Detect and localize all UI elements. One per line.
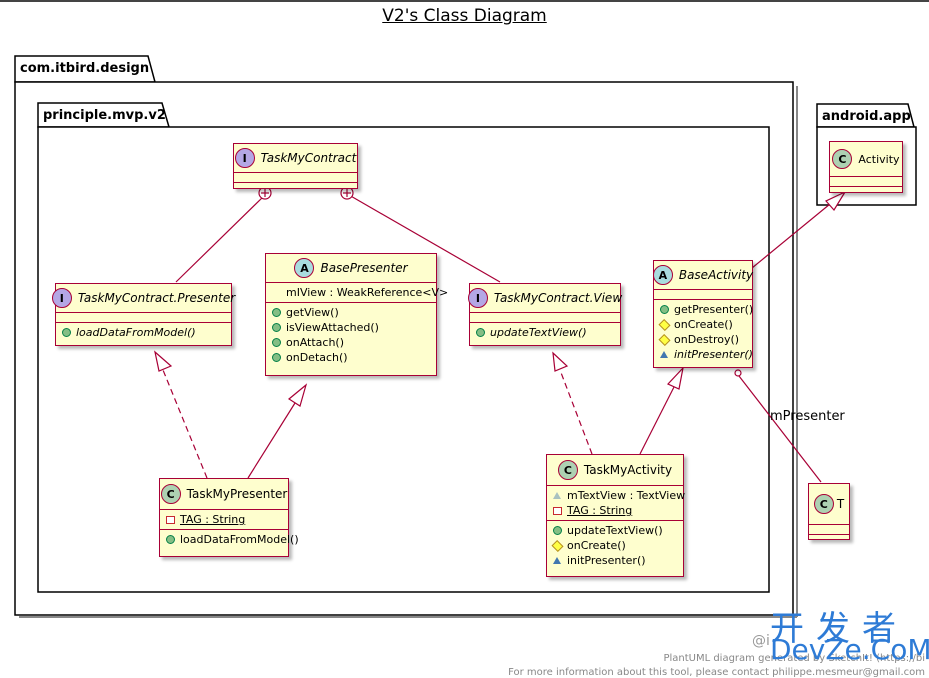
- field: TAG : String: [567, 504, 633, 517]
- class-name: BasePresenter: [320, 261, 408, 275]
- protected-method-icon: [658, 318, 671, 331]
- footer-line-1: PlantUML diagram generated by SketchIt! …: [663, 653, 925, 664]
- method: initPresenter(): [674, 348, 753, 361]
- method: updateTextView(): [567, 524, 663, 537]
- methods-section: getView() isViewAttached() onAttach() on…: [266, 302, 436, 367]
- class-base-presenter: A BasePresenter mIView : WeakReference<V>…: [265, 253, 448, 376]
- methods-section: [830, 186, 902, 196]
- public-method-icon: [272, 338, 281, 347]
- class-name: TaskMyContract.View: [493, 291, 623, 305]
- class-name: TaskMyContract: [260, 151, 357, 165]
- methods-section: updateTextView(): [470, 322, 620, 342]
- public-method-icon: [272, 308, 281, 317]
- class-icon: C: [832, 149, 853, 169]
- field: TAG : String: [180, 513, 246, 526]
- method: onDetach(): [286, 351, 348, 364]
- method: getPresenter(): [674, 303, 754, 316]
- public-method-icon: [272, 323, 281, 332]
- class-icon: C: [813, 494, 834, 514]
- class-task-my-contract-view: I TaskMyContract.View updateTextView(): [467, 283, 623, 346]
- association-label: mPresenter: [770, 409, 845, 424]
- class-name: Activity: [858, 152, 900, 166]
- fields-section: [470, 312, 620, 322]
- package-field-icon: [272, 289, 280, 296]
- fields-section: [830, 176, 902, 186]
- class-name: TaskMyPresenter: [186, 487, 288, 501]
- class-icon: C: [557, 460, 578, 480]
- fields-section: mIView : WeakReference<V>: [266, 282, 448, 302]
- extends-baseactivity-line: [639, 386, 675, 455]
- method: isViewAttached(): [286, 321, 379, 334]
- realize-view-line: [559, 369, 593, 455]
- nest-line-presenter: [175, 194, 266, 283]
- class-task-my-presenter: C TaskMyPresenter TAG : String loadDataFr…: [159, 478, 299, 557]
- watermark-cn: 开发者: [770, 609, 908, 649]
- class-task-my-contract-presenter: I TaskMyContract.Presenter loadDataFromMo…: [51, 283, 236, 346]
- abstract-class-icon: A: [652, 265, 673, 285]
- field: mTextView : TextView: [567, 489, 686, 502]
- interface-icon: I: [51, 288, 72, 308]
- methods-section: [809, 534, 849, 544]
- methods-section: getPresenter() onCreate() onDestroy() in…: [654, 299, 754, 364]
- class-task-my-contract: I TaskMyContract: [233, 143, 358, 189]
- diagram-title: V2's Class Diagram: [382, 6, 547, 26]
- private-field-icon: [553, 506, 562, 515]
- method: onCreate(): [567, 539, 626, 552]
- package-method-icon: [553, 557, 561, 564]
- field: mIView : WeakReference<V>: [286, 286, 449, 299]
- interface-icon: I: [467, 288, 488, 308]
- package-label-android: android.app: [822, 109, 911, 124]
- method: getView(): [286, 306, 339, 319]
- public-method-icon: [660, 305, 669, 314]
- public-method-icon: [272, 353, 281, 362]
- class-name: BaseActivity: [678, 268, 754, 282]
- fields-section: [654, 289, 752, 299]
- fields-section: [234, 172, 357, 182]
- public-method-icon: [62, 328, 71, 337]
- extends-basepresenter-line: [247, 402, 296, 479]
- method: loadDataFromModel(): [180, 533, 299, 546]
- methods-section: loadDataFromModel(): [56, 322, 231, 342]
- watermark-at: @i: [752, 633, 770, 649]
- method: onCreate(): [674, 318, 733, 331]
- methods-section: [234, 182, 357, 192]
- class-name: TaskMyContract.Presenter: [77, 291, 236, 305]
- method: updateTextView(): [490, 326, 587, 339]
- protected-method-icon: [551, 539, 564, 552]
- fields-section: TAG : String: [160, 509, 288, 529]
- top-border-line: [0, 0, 929, 2]
- extends-activity-line: [751, 203, 831, 269]
- class-task-my-activity: C TaskMyActivity mTextView : TextView TAG…: [546, 454, 686, 577]
- protected-method-icon: [658, 333, 671, 346]
- association-mpresenter-line: [738, 375, 822, 483]
- class-name: T: [836, 497, 845, 511]
- abstract-class-icon: A: [294, 258, 315, 278]
- public-method-icon: [476, 328, 485, 337]
- package-label-inner: principle.mvp.v2: [43, 108, 166, 123]
- package-field-icon: [553, 492, 561, 499]
- fields-section: [56, 312, 231, 322]
- method: initPresenter(): [567, 554, 646, 567]
- class-icon: C: [160, 484, 181, 504]
- method: onDestroy(): [674, 333, 740, 346]
- package-method-icon: [660, 351, 668, 358]
- watermark-en: DevZe.CoM: [770, 633, 929, 666]
- class-base-activity: A BaseActivity getPresenter() onCreate() …: [652, 260, 754, 368]
- class-activity: C Activity: [829, 141, 903, 193]
- package-label-outer: com.itbird.design: [20, 61, 150, 76]
- fields-section: mTextView : TextView TAG : String: [547, 485, 686, 520]
- fields-section: [809, 524, 849, 534]
- public-method-icon: [166, 535, 175, 544]
- public-method-icon: [553, 526, 562, 535]
- private-field-icon: [166, 515, 175, 524]
- class-name: TaskMyActivity: [583, 463, 673, 477]
- methods-section: updateTextView() onCreate() initPresente…: [547, 520, 683, 570]
- methods-section: loadDataFromModel(): [160, 529, 299, 549]
- method: loadDataFromModel(): [76, 326, 196, 339]
- interface-icon: I: [234, 148, 255, 168]
- method: onAttach(): [286, 336, 345, 349]
- nest-line-view: [348, 194, 501, 283]
